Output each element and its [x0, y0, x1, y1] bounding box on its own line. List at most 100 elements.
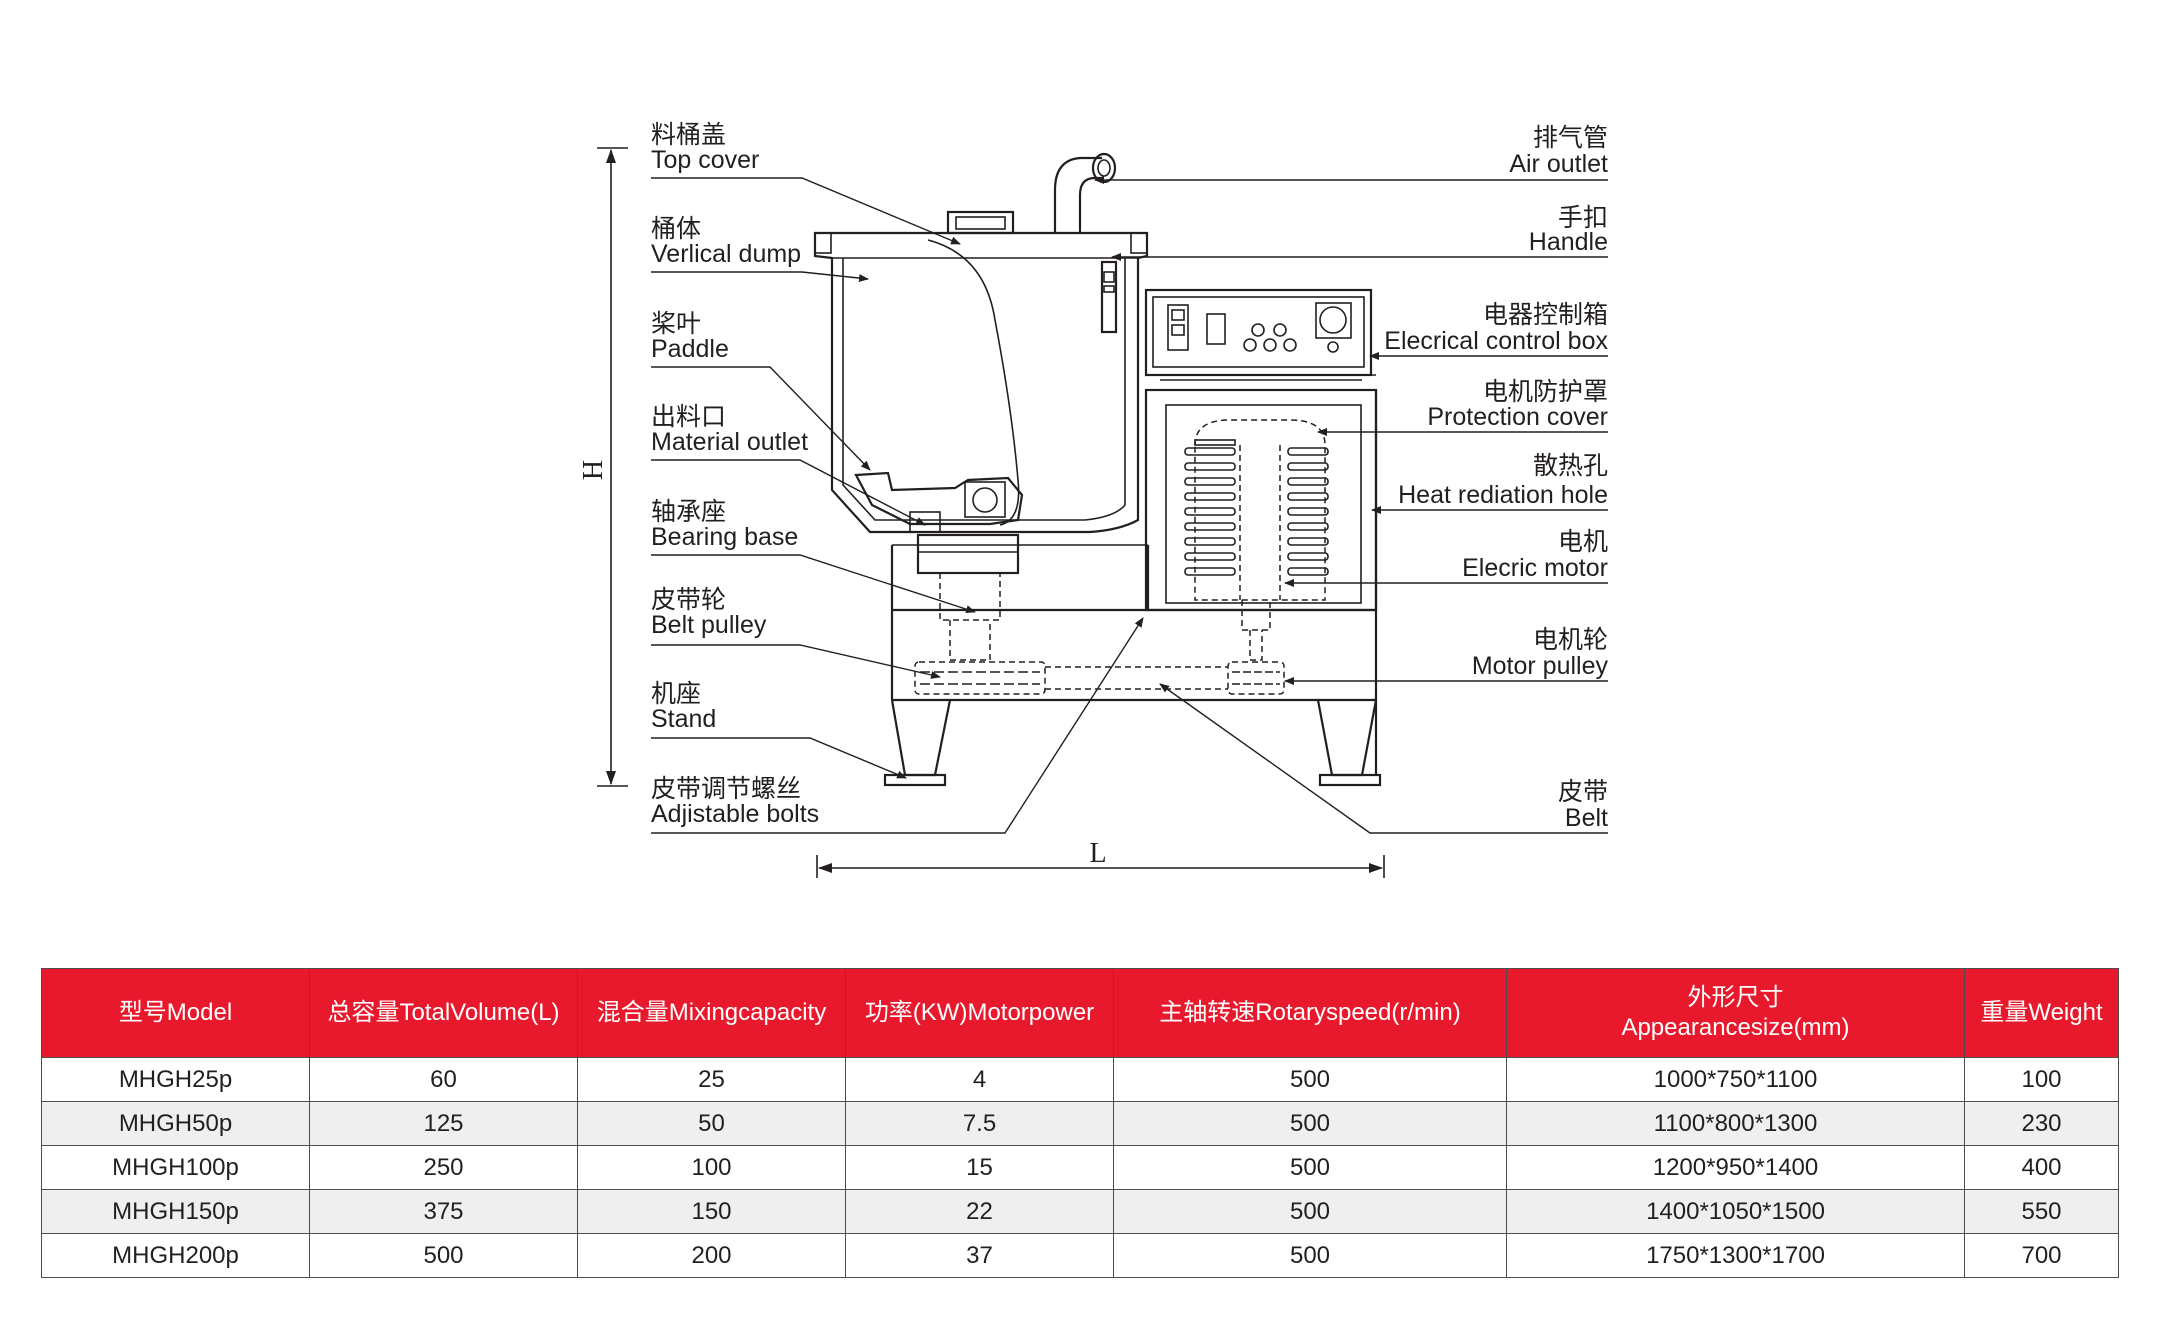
label-cn: 桨叶	[651, 310, 701, 338]
header-model: 型号Model	[41, 968, 310, 1058]
label-paddle: 桨叶 Paddle	[651, 310, 871, 471]
cell-rotary-speed: 500	[1113, 1057, 1507, 1102]
label-en: Handle	[1529, 228, 1608, 256]
label-en: Belt	[1565, 804, 1608, 832]
cell-total-volume: 60	[309, 1057, 578, 1102]
label-en: Heat rediation hole	[1398, 481, 1608, 509]
label-cn: 皮带轮	[651, 586, 726, 614]
label-cn: 手扣	[1558, 204, 1608, 232]
label-bearing-base: 轴承座 Bearing base	[651, 498, 976, 614]
label-en: Elecrical control box	[1384, 327, 1608, 355]
cell-rotary-speed: 500	[1113, 1101, 1507, 1146]
label-air-outlet: 排气管 Air outlet	[1094, 124, 1608, 184]
paddle-part	[854, 471, 1024, 526]
label-motor-pulley: 电机轮 Motor pulley	[1284, 626, 1609, 685]
cell-motor-power: 7.5	[845, 1101, 1114, 1146]
label-en: Air outlet	[1509, 150, 1608, 178]
label-belt: 皮带 Belt	[1159, 683, 1608, 834]
spec-table: 型号Model 总容量TotalVolume(L) 混合量Mixingcapac…	[41, 968, 2119, 1278]
table-row: MHGH50p 125 50 7.5 500 1100*800*1300 230	[41, 1101, 2119, 1146]
cell-appearance-size: 1100*800*1300	[1506, 1101, 1965, 1146]
drum	[813, 210, 1149, 534]
cell-mixing-capacity: 50	[577, 1101, 846, 1146]
label-protection-cover: 电机防护罩 Protection cover	[1317, 378, 1608, 436]
cell-mixing-capacity: 25	[577, 1057, 846, 1102]
cell-mixing-capacity: 100	[577, 1145, 846, 1190]
cell-model: MHGH100p	[41, 1145, 310, 1190]
dimension-l: L	[816, 838, 1385, 878]
label-cn: 轴承座	[651, 498, 726, 526]
label-en: Bearing base	[651, 523, 798, 551]
label-en: Belt pulley	[651, 611, 767, 639]
cell-rotary-speed: 500	[1113, 1189, 1507, 1234]
label-cn: 料桶盖	[651, 121, 726, 149]
air-outlet-pipe	[1053, 152, 1117, 233]
cell-appearance-size: 1000*750*1100	[1506, 1057, 1965, 1102]
label-en: Verlical dump	[651, 240, 801, 268]
header-motor-power: 功率(KW)Motorpower	[845, 968, 1114, 1058]
label-cn: 电器控制箱	[1483, 301, 1608, 329]
label-top-cover: 料桶盖 Top cover	[651, 121, 961, 245]
label-en: Protection cover	[1427, 403, 1608, 431]
cell-weight: 230	[1964, 1101, 2119, 1146]
label-en: Adjistable bolts	[651, 800, 819, 828]
belt-part	[914, 661, 1285, 695]
label-adjustable-bolts: 皮带调节螺丝 Adjistable bolts	[651, 617, 1144, 834]
length-dimension-label: L	[1089, 838, 1106, 869]
label-en: Top cover	[651, 146, 759, 174]
cell-appearance-size: 1400*1050*1500	[1506, 1189, 1965, 1234]
cell-model: MHGH25p	[41, 1057, 310, 1102]
label-vertical-dump: 桶体 Verlical dump	[651, 215, 869, 283]
control-box-part	[1144, 288, 1376, 381]
cell-model: MHGH200p	[41, 1233, 310, 1278]
cell-total-volume: 125	[309, 1101, 578, 1146]
motor-part	[1144, 388, 1378, 661]
table-header-row: 型号Model 总容量TotalVolume(L) 混合量Mixingcapac…	[41, 968, 2119, 1058]
cell-total-volume: 375	[309, 1189, 578, 1234]
bearing-base-part	[916, 533, 1020, 661]
label-en: Elecric motor	[1462, 554, 1608, 582]
label-cn: 电机	[1558, 528, 1608, 556]
cell-weight: 550	[1964, 1189, 2119, 1234]
label-en: Motor pulley	[1472, 652, 1609, 680]
cell-model: MHGH50p	[41, 1101, 310, 1146]
label-heat-radiation-hole: 散热孔 Heat rediation hole	[1371, 452, 1608, 514]
cell-rotary-speed: 500	[1113, 1233, 1507, 1278]
table-row: MHGH100p 250 100 15 500 1200*950*1400 40…	[41, 1145, 2119, 1190]
header-rotary-speed: 主轴转速Rotaryspeed(r/min)	[1113, 968, 1507, 1058]
dimension-h: H	[578, 147, 628, 787]
cell-motor-power: 4	[845, 1057, 1114, 1102]
label-material-outlet: 出料口 Material outlet	[651, 403, 926, 526]
stand-frame	[883, 390, 1382, 787]
cell-motor-power: 37	[845, 1233, 1114, 1278]
table-row: MHGH25p 60 25 4 500 1000*750*1100 100	[41, 1057, 2119, 1102]
cell-rotary-speed: 500	[1113, 1145, 1507, 1190]
header-total-volume: 总容量TotalVolume(L)	[309, 968, 578, 1058]
right-labels: 排气管 Air outlet 手扣 Handle 电器控制箱 Elecrical…	[1094, 124, 1609, 834]
heat-slots-right	[1287, 447, 1329, 576]
machine-drawing	[813, 152, 1382, 787]
label-cn: 电机防护罩	[1483, 378, 1608, 406]
label-cn: 桶体	[651, 215, 701, 243]
label-cn: 出料口	[651, 403, 726, 431]
label-belt-pulley: 皮带轮 Belt pulley	[651, 586, 941, 679]
cell-total-volume: 250	[309, 1145, 578, 1190]
label-cn: 皮带调节螺丝	[651, 775, 801, 803]
label-en: Paddle	[651, 335, 729, 363]
label-stand: 机座 Stand	[651, 680, 907, 779]
cell-motor-power: 15	[845, 1145, 1114, 1190]
table-row: MHGH150p 375 150 22 500 1400*1050*1500 5…	[41, 1189, 2119, 1234]
label-en: Stand	[651, 705, 716, 733]
header-appearance-size-cn: 外形尺寸	[1687, 984, 1784, 1011]
header-weight: 重量Weight	[1964, 968, 2119, 1058]
label-en: Material outlet	[651, 428, 808, 456]
cell-weight: 700	[1964, 1233, 2119, 1278]
label-cn: 电机轮	[1533, 626, 1608, 654]
table-row: MHGH200p 500 200 37 500 1750*1300*1700 7…	[41, 1233, 2119, 1278]
cell-mixing-capacity: 200	[577, 1233, 846, 1278]
label-control-box: 电器控制箱 Elecrical control box	[1369, 301, 1608, 360]
header-mixing-capacity: 混合量Mixingcapacity	[577, 968, 846, 1058]
label-cn: 皮带	[1558, 778, 1608, 806]
left-labels: 料桶盖 Top cover 桶体 Verlical dump 桨叶 Paddle…	[651, 121, 1144, 834]
heat-slots-left	[1184, 439, 1236, 576]
